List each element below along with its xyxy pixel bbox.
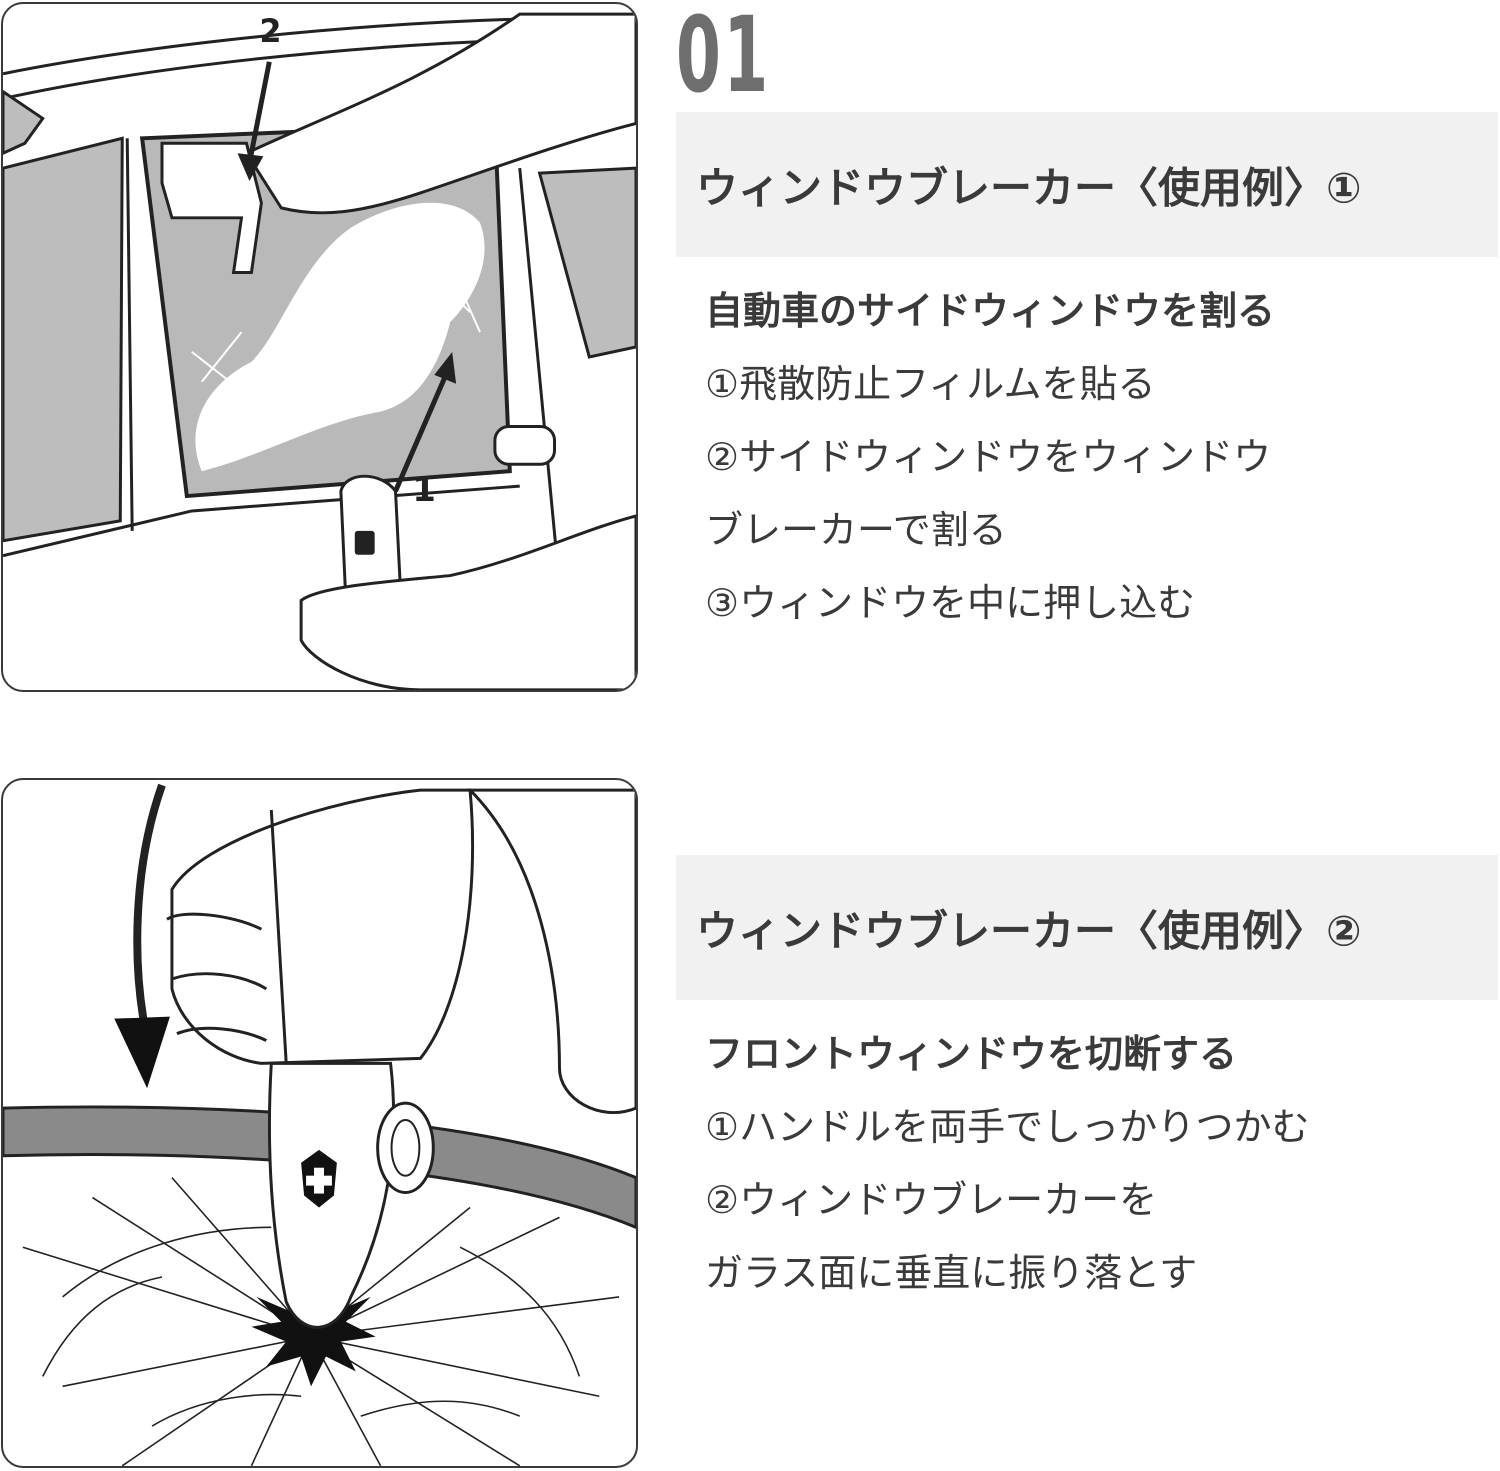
example1-step: ①飛散防止フィルムを貼る — [705, 362, 1156, 406]
example2-title: フロントウィンドウを切断する — [705, 1032, 1238, 1076]
example1-step: ②サイドウィンドウをウィンドウ — [705, 435, 1272, 479]
example2-step: ②ウィンドウブレーカーを — [705, 1178, 1158, 1222]
example1-heading: ウィンドウブレーカー〈使用例〉① — [696, 163, 1362, 212]
front-window-drawing — [3, 783, 636, 1466]
example2-heading-box: ウィンドウブレーカー〈使用例〉② — [676, 855, 1498, 1000]
section-number: 01 — [676, 0, 771, 116]
arrow-label-1: 1 — [412, 470, 436, 509]
example1-heading-box: ウィンドウブレーカー〈使用例〉① — [676, 112, 1498, 257]
example2-steps: フロントウィンドウを切断する ①ハンドルを両手でしっかりつかむ ②ウィンドウブレ… — [705, 1018, 1495, 1310]
example1-step: ③ウィンドウを中に押し込む — [705, 581, 1196, 625]
example2-step: ガラス面に垂直に振り落とす — [705, 1251, 1198, 1295]
example2-step: ①ハンドルを両手でしっかりつかむ — [705, 1105, 1310, 1149]
example1-steps: 自動車のサイドウィンドウを割る ①飛散防止フィルムを貼る ②サイドウィンドウをウ… — [705, 275, 1495, 640]
example2-heading: ウィンドウブレーカー〈使用例〉② — [696, 906, 1362, 955]
arrow-label-2: 2 — [259, 13, 281, 50]
illustration-side-window: 2 1 — [1, 2, 638, 692]
example1-step: ブレーカーで割る — [705, 508, 1007, 552]
example1-title: 自動車のサイドウィンドウを割る — [705, 289, 1276, 333]
illustration-front-window — [1, 778, 638, 1468]
side-window-drawing: 2 1 — [3, 12, 636, 690]
